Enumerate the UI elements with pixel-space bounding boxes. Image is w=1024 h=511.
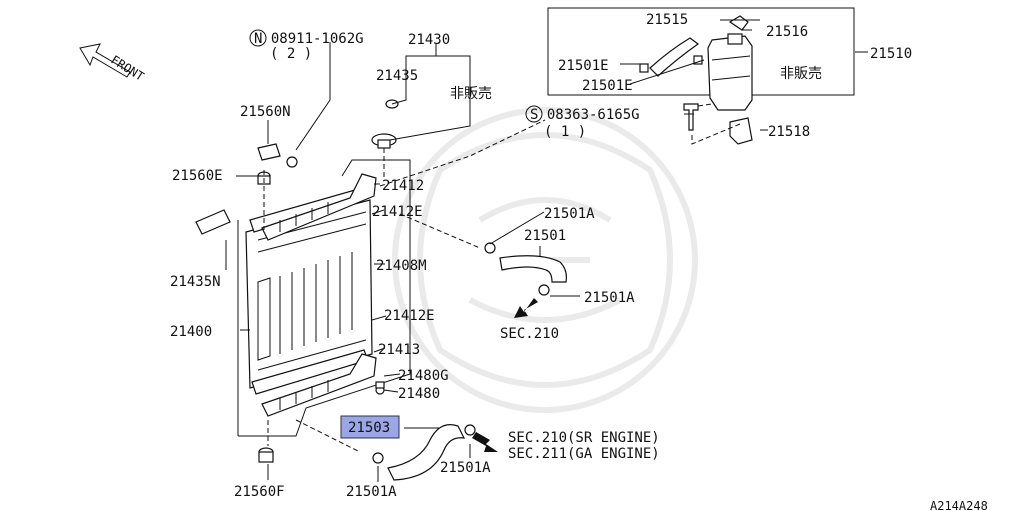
- part-label-08363: S 08363-6165G: [530, 107, 640, 123]
- figure-id: A214A248: [930, 499, 988, 511]
- part-label-21480G: 21480G: [398, 368, 449, 384]
- part-label-21516: 21516: [766, 24, 808, 40]
- sec211-ga-label: SEC.211(GA ENGINE): [508, 446, 660, 462]
- part-label-21408M: 21408M: [376, 258, 427, 274]
- part-label-21413: 21413: [378, 342, 420, 358]
- sec210-sr-label: SEC.210(SR ENGINE): [508, 430, 660, 446]
- part-label-21560N: 21560N: [240, 104, 291, 120]
- part-qty-08363: ( 1 ): [544, 124, 586, 140]
- part-label-21412: 21412: [382, 178, 424, 194]
- part-label-21400: 21400: [170, 324, 212, 340]
- part-label-21501E-1: 21501E: [558, 58, 609, 74]
- bolt: [683, 103, 699, 131]
- not-sold-label-cap: 非販売: [450, 86, 492, 102]
- reservoir-group-box: [547, 7, 855, 96]
- reservoir-tank: [707, 33, 753, 111]
- arrow-sec210-sr-icon: [472, 432, 498, 452]
- lower-hose-clamp: [372, 424, 476, 464]
- part-qty-08911: ( 2 ): [270, 46, 312, 62]
- highlighted-part-box[interactable]: [340, 415, 400, 439]
- part-label-21501: 21501: [524, 228, 566, 244]
- part-label-21510: 21510: [870, 46, 912, 62]
- part-label-21560E: 21560E: [172, 168, 223, 184]
- sec210-label: SEC.210: [500, 326, 559, 342]
- part-label-21501A-bottom: 21501A: [346, 484, 397, 500]
- part-label-08911: N 08911-1062G: [254, 31, 364, 47]
- reservoir-cap: [728, 15, 749, 31]
- not-sold-label-tank: 非販売: [780, 66, 822, 82]
- part-label-21515: 21515: [646, 12, 688, 28]
- part-label-21501E-2: 21501E: [582, 78, 633, 94]
- part-label-21560F: 21560F: [234, 484, 285, 500]
- front-arrow-icon: [79, 43, 131, 78]
- arrow-sec210-icon: [514, 298, 538, 318]
- drain-plug: [375, 381, 385, 395]
- radiator-upper-tank: [261, 173, 377, 241]
- part-label-21501A-mid: 21501A: [584, 290, 635, 306]
- reservoir-clip: [639, 55, 703, 73]
- front-label: FRONT: [108, 53, 146, 84]
- upper-hose: [499, 255, 567, 283]
- mount-bracket-21560N: [257, 143, 298, 168]
- lower-hose: [387, 424, 466, 481]
- radiator-lower-tank: [261, 353, 377, 417]
- part-label-21435N: 21435N: [170, 274, 221, 290]
- part-label-21501A-top: 21501A: [544, 206, 595, 222]
- part-label-21518: 21518: [768, 124, 810, 140]
- part-label-21412E-top: 21412E: [372, 204, 423, 220]
- part-label-21430: 21430: [408, 32, 450, 48]
- part-label-21412E-bottom: 21412E: [384, 308, 435, 324]
- part-label-21435: 21435: [376, 68, 418, 84]
- radiator-cap: [371, 133, 397, 149]
- reservoir-hose: [649, 37, 700, 77]
- part-label-21503[interactable]: 21503: [348, 420, 390, 436]
- part-label-21480: 21480: [398, 386, 440, 402]
- mount-rubber-21560F: [258, 447, 274, 463]
- upper-hose-clamp: [484, 242, 550, 296]
- label-plate-21435N: [195, 209, 231, 235]
- part-label-21501A-right: 21501A: [440, 460, 491, 476]
- tank-bracket: [729, 117, 753, 145]
